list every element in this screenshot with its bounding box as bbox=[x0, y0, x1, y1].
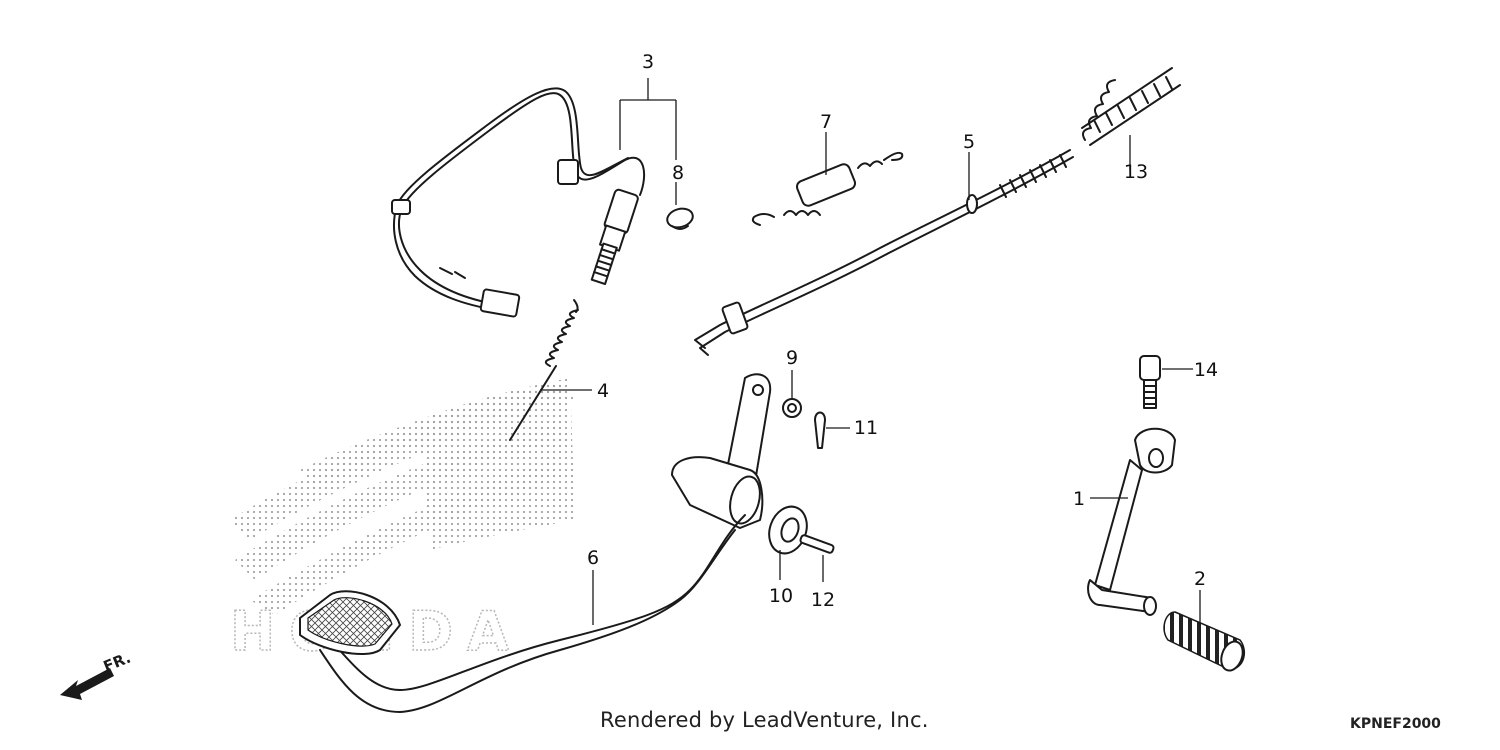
cotter-pin-11 bbox=[814, 411, 826, 449]
gearshift-pedal-arm bbox=[1087, 427, 1176, 616]
footer-credit: Rendered by LeadVenture, Inc. bbox=[600, 708, 929, 732]
callout-14: 14 bbox=[1194, 359, 1218, 381]
front-direction-marker: FR. bbox=[60, 649, 133, 700]
callout-5: 5 bbox=[963, 131, 975, 153]
brake-switch-harness bbox=[391, 87, 646, 318]
callout-3: 3 bbox=[642, 51, 654, 73]
callout-labels: 3 8 7 5 13 4 9 11 14 1 6 2 10 12 bbox=[587, 51, 1218, 611]
callout-10: 10 bbox=[769, 585, 793, 607]
switch-clip bbox=[666, 207, 694, 230]
honda-wing-watermark: HONDA bbox=[229, 378, 575, 664]
callout-1: 1 bbox=[1073, 488, 1085, 510]
leader-lines bbox=[540, 78, 1201, 625]
brake-rod bbox=[694, 149, 1074, 356]
washer-9 bbox=[782, 398, 802, 418]
front-arrow-icon bbox=[60, 668, 114, 700]
callout-2: 2 bbox=[1194, 568, 1206, 590]
rod-spring bbox=[1081, 67, 1181, 146]
washer-10 bbox=[768, 505, 808, 555]
callout-7: 7 bbox=[820, 111, 832, 133]
shift-rubber-grip bbox=[1163, 611, 1246, 672]
callout-4: 4 bbox=[597, 380, 609, 402]
callout-8: 8 bbox=[672, 162, 684, 184]
callout-6: 6 bbox=[587, 547, 599, 569]
bolt-14 bbox=[1139, 355, 1161, 409]
callout-9: 9 bbox=[786, 347, 798, 369]
return-spring bbox=[751, 151, 904, 226]
callout-11: 11 bbox=[854, 417, 878, 439]
front-direction-label: FR. bbox=[101, 649, 134, 676]
diagram-code: KPNEF2000 bbox=[1350, 716, 1441, 732]
pin-12 bbox=[799, 534, 835, 554]
brake-pedal bbox=[299, 373, 772, 713]
callout-13: 13 bbox=[1124, 161, 1148, 183]
switch-spring bbox=[509, 299, 579, 441]
callout-12: 12 bbox=[811, 589, 835, 611]
